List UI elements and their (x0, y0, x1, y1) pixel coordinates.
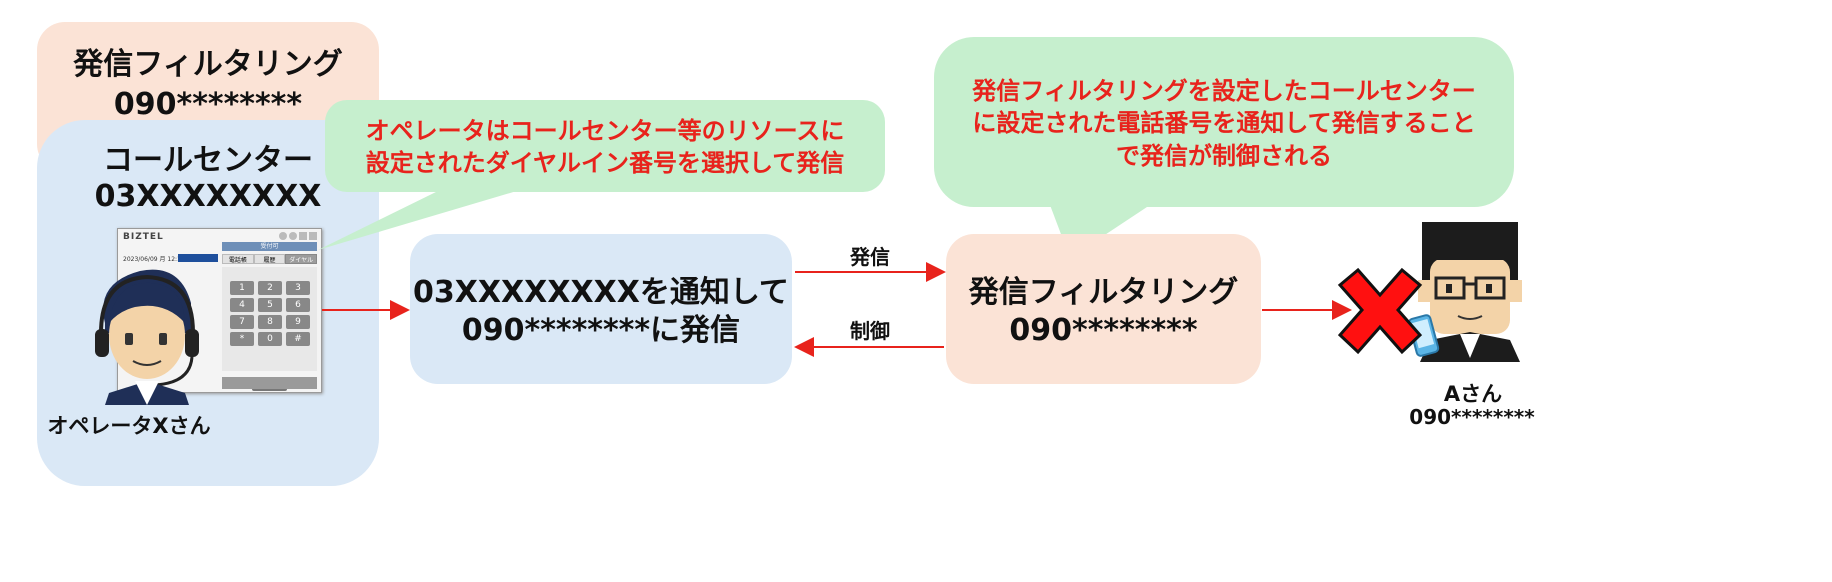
dial-key[interactable]: 9 (286, 315, 310, 329)
tab-bar: 電話帳 履歴 ダイヤル (222, 254, 318, 264)
app-footer (222, 377, 317, 389)
call-center-box: コールセンター 03XXXXXXXX オペレータXさん (37, 120, 379, 486)
tab-history[interactable]: 履歴 (253, 254, 286, 264)
dial-key[interactable]: 2 (258, 281, 282, 295)
datetime: 2023/06/09 月 12:10 (123, 256, 185, 263)
notify-box-text: 03XXXXXXXXを通知して 090********に発信 (413, 275, 789, 348)
notify-box: 03XXXXXXXXを通知して 090********に発信 (410, 234, 792, 384)
filter-box-top-number: 090******** (113, 87, 303, 122)
selected-number[interactable] (178, 254, 218, 262)
biztel-logo: BIZTEL (123, 232, 164, 242)
dial-key[interactable]: 0 (258, 332, 282, 346)
dial-key[interactable]: # (286, 332, 310, 346)
dial-key[interactable]: 1 (230, 281, 254, 295)
tab-dial[interactable]: ダイヤル (285, 254, 318, 264)
filter-box-mid-number: 090******** (1009, 313, 1198, 348)
filter-box-top-title: 発信フィルタリング (73, 47, 343, 82)
operator-label: オペレータXさん (47, 414, 211, 438)
filter-box-mid: 発信フィルタリング 090******** (946, 234, 1261, 384)
filter-box-mid-title: 発信フィルタリング (968, 275, 1239, 310)
dial-key[interactable]: * (230, 332, 254, 346)
status-badge: 受付可 (222, 242, 317, 251)
arrow-label-send: 発信 (850, 245, 890, 269)
biztel-app: BIZTEL 受付可 2023/06/09 月 12:10 電話帳 履歴 ダイヤ… (117, 228, 322, 393)
dial-key[interactable]: 7 (230, 315, 254, 329)
dial-key[interactable]: 3 (286, 281, 310, 295)
dial-key[interactable]: 5 (258, 298, 282, 312)
bubble-filter: 発信フィルタリングを設定したコールセンター に設定された電話番号を通知して発信す… (934, 37, 1514, 207)
call-center-number: 03XXXXXXXX (94, 179, 322, 214)
dial-key[interactable]: 8 (258, 315, 282, 329)
person-a-name: Aさん (1443, 382, 1503, 406)
dial-key[interactable]: 6 (286, 298, 310, 312)
person-a-number: 090******** (1409, 405, 1535, 429)
bubble-filter-text: 発信フィルタリングを設定したコールセンター に設定された電話番号を通知して発信す… (972, 77, 1476, 170)
tab-phonebook[interactable]: 電話帳 (222, 254, 254, 264)
window-controls[interactable] (279, 232, 317, 240)
arrow-label-control: 制御 (850, 319, 890, 343)
bubble-operator: オペレータはコールセンター等のリソースに 設定されたダイヤルイン番号を選択して発… (325, 100, 885, 192)
call-center-title: コールセンター (103, 143, 313, 178)
dial-key[interactable]: 4 (230, 298, 254, 312)
bubble-operator-text: オペレータはコールセンター等のリソースに 設定されたダイヤルイン番号を選択して発… (365, 117, 845, 178)
